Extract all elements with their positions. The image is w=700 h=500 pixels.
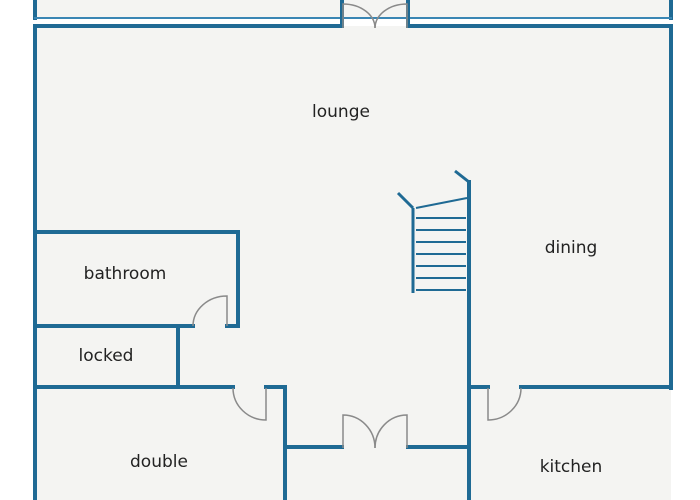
room-label-locked: locked: [79, 346, 134, 366]
staircase: [396, 169, 470, 293]
bathroom-door[interactable]: [192, 295, 228, 327]
hall-double-door[interactable]: [342, 414, 408, 449]
room-label-dining: dining: [545, 238, 598, 258]
bathroom-wall: [33, 230, 240, 328]
entrance-double-door[interactable]: [342, 3, 408, 29]
floor-area: [35, 26, 671, 500]
kitchen-door[interactable]: [487, 387, 522, 421]
room-label-kitchen: kitchen: [540, 457, 603, 477]
exterior-wall-top-right: [406, 24, 673, 390]
room-label-lounge: lounge: [312, 102, 370, 122]
room-label-double: double: [130, 452, 188, 472]
double-door[interactable]: [232, 387, 267, 421]
room-label-bathroom: bathroom: [84, 264, 167, 284]
exterior-wall-top-left: [33, 24, 344, 500]
outside-strip: [35, 0, 671, 18]
